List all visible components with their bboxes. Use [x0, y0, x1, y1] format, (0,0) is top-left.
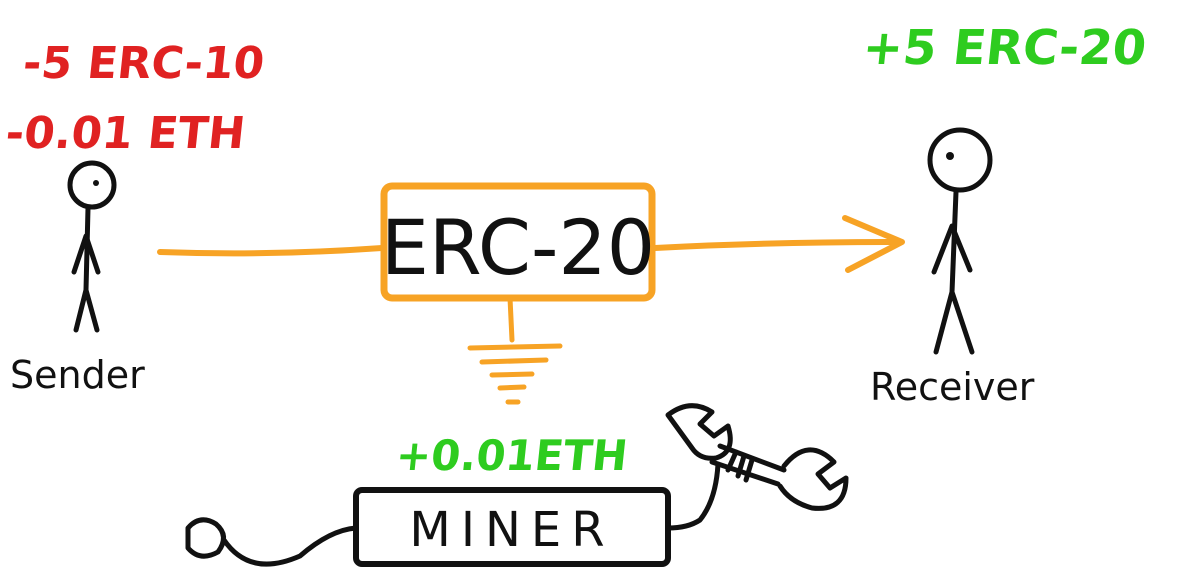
receiver-label: Receiver: [870, 365, 1035, 409]
power-plug-icon: [185, 517, 359, 567]
receiver-figure: [927, 127, 993, 355]
receiver-body: [949, 189, 959, 295]
miner-label: MINER: [409, 502, 614, 558]
sender-figure: [67, 160, 117, 333]
sender-token-change: -5 ERC-10: [21, 38, 267, 89]
sender-eth-change: -0.01 ETH: [3, 108, 247, 159]
sender-label: Sender: [10, 353, 145, 397]
miner-eth-change: +0.01ETH: [394, 431, 630, 480]
token-box-label: ERC-20: [381, 203, 655, 292]
wrench-icon: [665, 403, 849, 531]
sender-body: [83, 205, 91, 293]
sender-head: [67, 160, 117, 210]
receiver-token-change: +5 ERC-20: [860, 20, 1149, 76]
arrow-head: [842, 215, 905, 273]
receiver-arms: [931, 223, 973, 275]
token-box: [380, 182, 656, 302]
sender-legs: [73, 287, 100, 333]
transfer-arrow: [157, 215, 905, 273]
fee-drain-icon: [467, 295, 563, 405]
sender-arms: [71, 233, 101, 275]
receiver-head: [927, 127, 993, 193]
receiver-legs: [933, 289, 975, 355]
